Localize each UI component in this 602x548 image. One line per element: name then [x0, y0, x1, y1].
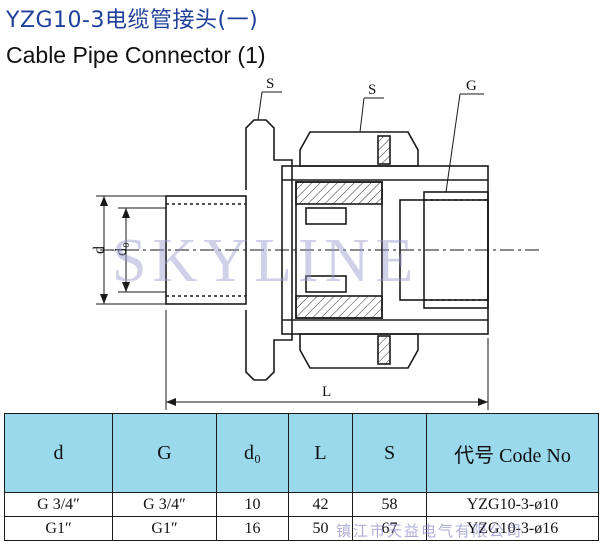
header-l: L — [288, 413, 353, 493]
page-title-cn: YZG10-3电缆管接头(一) — [6, 8, 259, 33]
header-s: S — [352, 413, 427, 493]
cell-d: G 3/4″ — [4, 492, 113, 517]
connector-drawing: S S G d d₀ L — [91, 76, 540, 410]
table-header-row: d G d₀ L S 代号 Code No — [4, 413, 599, 493]
label-d0: d₀ — [113, 242, 130, 256]
table-row: G1″ G1″ 16 50 67 YZG10-3-ø16 — [4, 516, 599, 541]
cell-d0: 16 — [216, 516, 289, 541]
table-row: G 3/4″ G 3/4″ 10 42 58 YZG10-3-ø10 — [4, 492, 599, 517]
left-nut — [245, 119, 293, 381]
label-d: d — [91, 246, 108, 254]
cell-l: 42 — [288, 492, 353, 517]
page-title-en: Cable Pipe Connector (1) — [6, 42, 266, 68]
cell-l: 50 — [288, 516, 353, 541]
header-d0: d₀ — [216, 413, 289, 493]
cell-code-no: YZG10-3-ø10 — [426, 492, 599, 517]
header-code-no: 代号 Code No — [426, 413, 599, 493]
cell-d: G1″ — [4, 516, 113, 541]
cell-s: 58 — [352, 492, 427, 517]
pipe-thread-end — [165, 195, 247, 305]
cell-g: G1″ — [112, 516, 217, 541]
cell-g: G 3/4″ — [112, 492, 217, 517]
cell-s: 67 — [352, 516, 427, 541]
union-nut — [299, 131, 419, 167]
header-d: d — [4, 413, 113, 493]
label-l: L — [322, 384, 331, 400]
label-g: G — [466, 78, 477, 94]
cell-d0: 10 — [216, 492, 289, 517]
cell-code-no: YZG10-3-ø16 — [426, 516, 599, 541]
label-s-union-nut: S — [368, 82, 376, 98]
spec-table: d G d₀ L S 代号 Code No G 3/4″ G 3/4″ 10 4… — [4, 413, 599, 541]
header-g: G — [112, 413, 217, 493]
label-s-left-nut: S — [266, 76, 274, 92]
